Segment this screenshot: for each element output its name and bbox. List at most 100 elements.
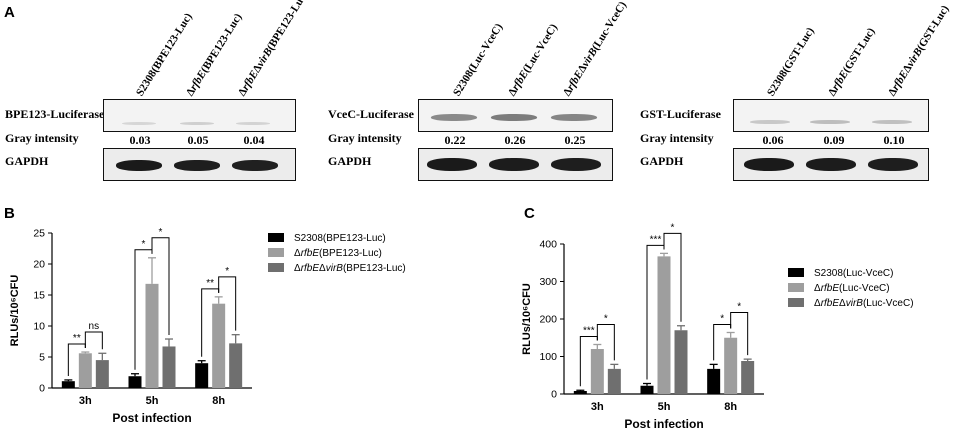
gray-intensity-label: Gray intensity [328,131,402,145]
lane-label: ΔrfbE(Luc-VceC) [506,21,560,99]
gray-intensity-value: 0.10 [883,133,905,147]
y-tick-label: 200 [539,314,557,326]
panel-label: C [524,205,535,222]
blot-top-label: BPE123-Luciferase [5,107,105,121]
bar [724,337,738,394]
bar [674,330,688,394]
y-tick-label: 400 [539,239,557,251]
bar [128,376,142,388]
lane-label: S2308(GST-Luc) [765,25,817,99]
luciferase-blot-image [733,99,929,132]
significance-label: ** [73,333,81,344]
gray-intensity-value: 0.04 [243,133,265,147]
blot-bottom-label: GAPDH [5,154,49,168]
significance-label: * [142,239,146,250]
significance-label: * [604,314,608,325]
legend-swatch [788,268,804,277]
x-tick-label: 8h [212,395,225,407]
y-tick-label: 300 [539,276,557,288]
legend-label: S2308(BPE123-Luc) [294,233,386,244]
y-tick-label: 100 [539,351,557,363]
legend-label: S2308(Luc-VceC) [814,268,893,279]
significance-bracket [218,276,237,331]
y-tick-label: 0 [39,383,45,395]
y-tick-label: 25 [33,228,45,240]
y-tick-label: 15 [33,290,45,302]
gapdh-blot-image [418,148,613,181]
legend-label: ΔrfbE(Luc-VceC) [814,283,890,294]
gray-intensity-value: 0.09 [823,133,845,147]
x-tick-label: 3h [79,395,92,407]
gray-intensity-value: 0.22 [444,133,466,147]
blot-top-label: VceC-Luciferase [328,107,414,121]
gray-intensity-label: Gray intensity [5,131,79,145]
legend-swatch [268,263,284,272]
x-tick-label: 3h [591,401,604,413]
x-tick-label: 5h [658,401,671,413]
significance-bracket [84,331,103,350]
blot-bottom-label: GAPDH [328,154,372,168]
legend-label: ΔrfbEΔvirB(Luc-VceC) [814,298,914,309]
significance-label: ** [206,278,214,289]
significance-label: *** [650,234,662,245]
bar [162,346,176,388]
y-tick-label: 5 [39,352,45,364]
lane-label: S2308(BPE123-Luc) [134,11,195,99]
panel-label: B [4,205,15,222]
lane-label: ΔrfbE(BPE123-Luc) [184,11,245,99]
panel-a-label: A [4,4,15,21]
significance-label: ns [89,321,100,332]
bar [61,381,75,388]
x-tick-label: 5h [146,395,159,407]
x-axis-label: Post infection [112,411,191,425]
gray-intensity-value: 0.25 [564,133,586,147]
significance-bracket [663,232,682,322]
significance-bracket [151,237,170,336]
bar [607,368,621,394]
gray-intensity-value: 0.26 [504,133,526,147]
gray-intensity-label: Gray intensity [640,131,714,145]
bar [590,349,604,394]
luciferase-blot-image [418,99,613,132]
y-axis-label: RLUs/10⁶CFU [521,283,533,355]
gray-intensity-value: 0.06 [762,133,784,147]
bar [573,391,587,394]
legend-swatch [268,233,284,242]
bar [640,385,654,394]
significance-label: * [737,302,741,313]
gray-intensity-value: 0.05 [187,133,209,147]
significance-bracket [596,324,615,361]
significance-label: * [671,222,675,233]
legend-swatch [788,298,804,307]
bar [657,256,671,394]
significance-bracket [730,312,749,356]
bar [707,368,721,394]
legend-swatch [268,248,284,257]
lane-label: S2308(Luc-VceC) [451,21,506,99]
legend-label: ΔrfbE(BPE123-Luc) [294,248,382,259]
lane-label: ΔrfbEΔvirB(Luc-VceC) [561,0,630,99]
bar [195,363,209,388]
legend-swatch [788,283,804,292]
legend-label: ΔrfbEΔvirB(BPE123-Luc) [294,263,406,274]
y-tick-label: 0 [551,389,557,401]
gray-intensity-value: 0.03 [129,133,151,147]
gapdh-blot-image [733,148,929,181]
x-axis-label: Post infection [624,417,703,431]
y-tick-label: 10 [33,321,45,333]
lane-label: ΔrfbE(GST-Luc) [826,25,878,99]
significance-label: *** [583,326,595,337]
significance-label: * [225,266,229,277]
blot-bottom-label: GAPDH [640,154,684,168]
lane-label: ΔrfbEΔvirB(BPE123-Luc) [236,0,311,99]
luciferase-blot-image [103,99,296,132]
bar [741,361,755,394]
significance-label: * [720,314,724,325]
y-axis-label: RLUs/10⁶CFU [9,275,21,347]
gapdh-blot-image [103,148,296,181]
bar [145,283,159,388]
y-tick-label: 20 [33,259,45,271]
bar [212,303,226,388]
